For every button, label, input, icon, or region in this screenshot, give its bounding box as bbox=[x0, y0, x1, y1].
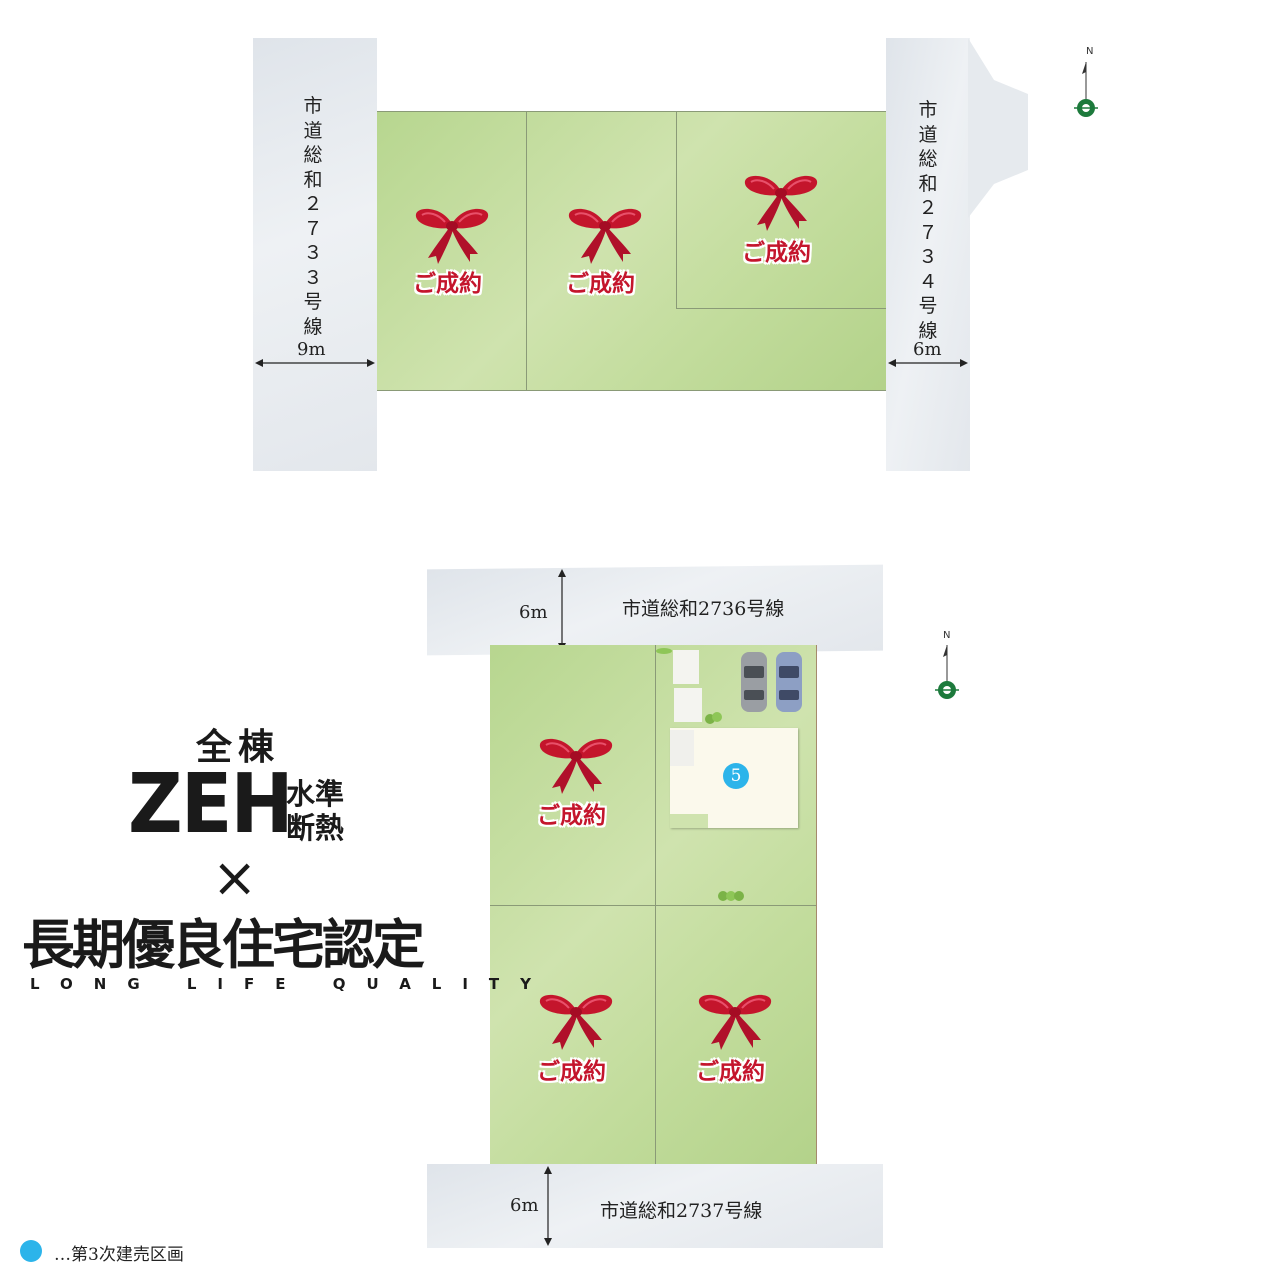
dimension-arrow-icon bbox=[888, 359, 968, 367]
north-label: N bbox=[1086, 46, 1094, 57]
dimension-arrow-icon bbox=[255, 359, 375, 367]
promo-tagline: LONG LIFE QUALITY bbox=[30, 975, 553, 993]
dimension-arrow-icon bbox=[544, 1166, 552, 1246]
ribbon-icon bbox=[565, 204, 645, 266]
car-icon bbox=[776, 652, 802, 712]
shrub-icon bbox=[656, 648, 672, 654]
lot-divider bbox=[526, 111, 527, 390]
lot-status: ご成約 bbox=[566, 271, 635, 297]
road-north-width: 6m bbox=[519, 602, 548, 623]
road-west-label: 市道総和 ２ ７ ３ ３号線 bbox=[303, 95, 323, 338]
road-west-width: 9m bbox=[297, 339, 326, 360]
house-notch bbox=[670, 814, 708, 828]
dimension-arrow-icon bbox=[558, 569, 566, 651]
lot-divider bbox=[655, 645, 656, 1164]
compass-icon bbox=[1074, 62, 1098, 117]
ribbon-icon bbox=[536, 990, 616, 1052]
promo-zeh-sub1: 水準 bbox=[286, 777, 345, 811]
road-east-label: 市道総和 ２ ７ ３ ４号線 bbox=[918, 99, 938, 342]
road-south bbox=[427, 1164, 883, 1248]
lot-marker: 5 bbox=[723, 763, 749, 789]
road-east-branch bbox=[968, 38, 1028, 218]
lot-border bbox=[377, 390, 886, 391]
lot-status: ご成約 bbox=[696, 1059, 765, 1085]
shrub-icon bbox=[718, 891, 744, 901]
promo-all-units: 全棟 bbox=[196, 727, 281, 768]
compass-icon bbox=[935, 645, 959, 699]
lot-divider bbox=[676, 111, 677, 308]
shrub-icon bbox=[705, 712, 722, 724]
entrance-path bbox=[674, 688, 702, 722]
ribbon-icon bbox=[536, 734, 616, 796]
promo-zeh: ZEH bbox=[128, 757, 294, 852]
entrance-path bbox=[673, 650, 699, 684]
lot-divider bbox=[676, 308, 886, 309]
ribbon-icon bbox=[695, 990, 775, 1052]
lot-divider bbox=[490, 905, 817, 906]
lot-block-top bbox=[377, 111, 886, 390]
lot-border bbox=[377, 111, 886, 112]
road-north-label: 市道総和2736号線 bbox=[622, 598, 785, 620]
road-east-width: 6m bbox=[913, 339, 942, 360]
lot-status: ご成約 bbox=[537, 1059, 606, 1085]
lot-status: ご成約 bbox=[742, 240, 811, 266]
promo-zeh-sub2: 断熱 bbox=[286, 811, 345, 845]
lot-status: ご成約 bbox=[413, 271, 482, 297]
ribbon-icon bbox=[412, 204, 492, 266]
road-south-width: 6m bbox=[510, 1195, 539, 1216]
promo-certification: 長期優良住宅認定 bbox=[22, 915, 425, 976]
legend-marker bbox=[20, 1240, 42, 1262]
ribbon-icon bbox=[741, 171, 821, 233]
lot-border bbox=[816, 645, 817, 1164]
north-label: N bbox=[943, 630, 951, 641]
entrance-path bbox=[670, 730, 694, 766]
promo-times: × bbox=[212, 846, 258, 909]
road-west bbox=[253, 38, 377, 471]
road-south-label: 市道総和2737号線 bbox=[600, 1200, 763, 1222]
legend-text: …第3次建売区画 bbox=[54, 1245, 184, 1265]
lot-status: ご成約 bbox=[537, 803, 606, 829]
car-icon bbox=[741, 652, 767, 712]
